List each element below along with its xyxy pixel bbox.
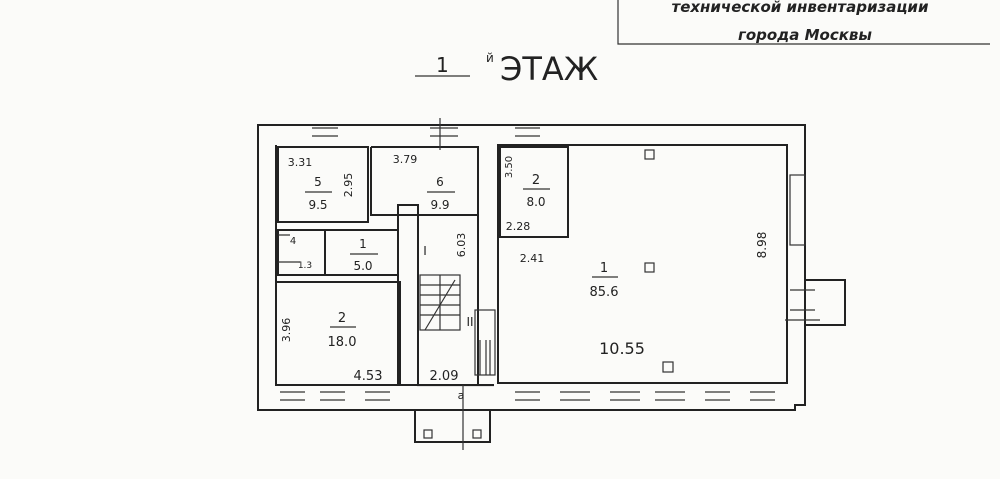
room-2-left: 2 18.0 4.53 3.96: [280, 311, 382, 384]
room-2r-depth: 3.50: [504, 156, 515, 178]
room-1b-depth: 8.98: [755, 232, 769, 259]
room-1b-width: 10.55: [599, 339, 645, 358]
porch-label: a: [458, 389, 465, 402]
room-5-width: 3.31: [288, 156, 313, 169]
stamp-line-2: города Москвы: [738, 26, 872, 44]
room-5-area: 9.5: [308, 198, 327, 212]
room-2r-width: 2.28: [506, 220, 531, 233]
floor-number: 1: [436, 53, 449, 77]
room-6-width: 3.79: [393, 153, 418, 166]
walls: [257, 118, 846, 450]
room-2r-number: 2: [532, 173, 540, 188]
room-2-right: 3.50 2 8.0 2.28 2.41: [504, 156, 550, 265]
room-2r-offset: 2.41: [520, 252, 545, 265]
room-2l-area: 18.0: [328, 335, 357, 350]
room-1-big: 1 85.6 10.55 8.98: [590, 232, 769, 358]
room-5-depth: 2.95: [342, 173, 355, 198]
floor-label: ЭТАЖ: [500, 50, 598, 88]
room-6: 3.79 6 9.9: [393, 153, 455, 212]
room-2l-depth: 3.96: [280, 318, 293, 343]
room-4-area: 1.3: [298, 261, 312, 271]
room-5-number: 5: [314, 175, 322, 189]
corridor-label: I: [423, 244, 427, 258]
room-1s-number: 1: [359, 237, 367, 251]
floor-suffix: й: [486, 51, 494, 65]
room-4-number: 4: [290, 236, 296, 247]
room-6-area: 9.9: [430, 198, 449, 212]
corridor: I 6.03: [423, 233, 468, 258]
stair: II 2.09 a: [430, 315, 474, 402]
room-2l-width: 4.53: [354, 369, 383, 384]
room-2l-number: 2: [338, 311, 346, 326]
stamp-line-1: технической инвентаризации: [672, 0, 929, 16]
stamp: технической инвентаризации города Москвы: [617, 0, 990, 45]
room-1b-number: 1: [600, 261, 608, 276]
room-5: 3.31 5 9.5 2.95: [288, 156, 355, 212]
room-1s-area: 5.0: [353, 259, 372, 273]
stair-width: 2.09: [430, 369, 459, 384]
room-2r-area: 8.0: [526, 195, 545, 209]
stair-label: II: [466, 315, 473, 329]
room-6-number: 6: [436, 175, 444, 189]
floor-title: 1 й ЭТАЖ: [415, 50, 598, 88]
corridor-dim: 6.03: [455, 233, 468, 258]
room-1b-area: 85.6: [590, 285, 619, 300]
room-1-small: 1 5.0: [350, 237, 378, 273]
room-4: 4 1.3: [290, 236, 312, 271]
